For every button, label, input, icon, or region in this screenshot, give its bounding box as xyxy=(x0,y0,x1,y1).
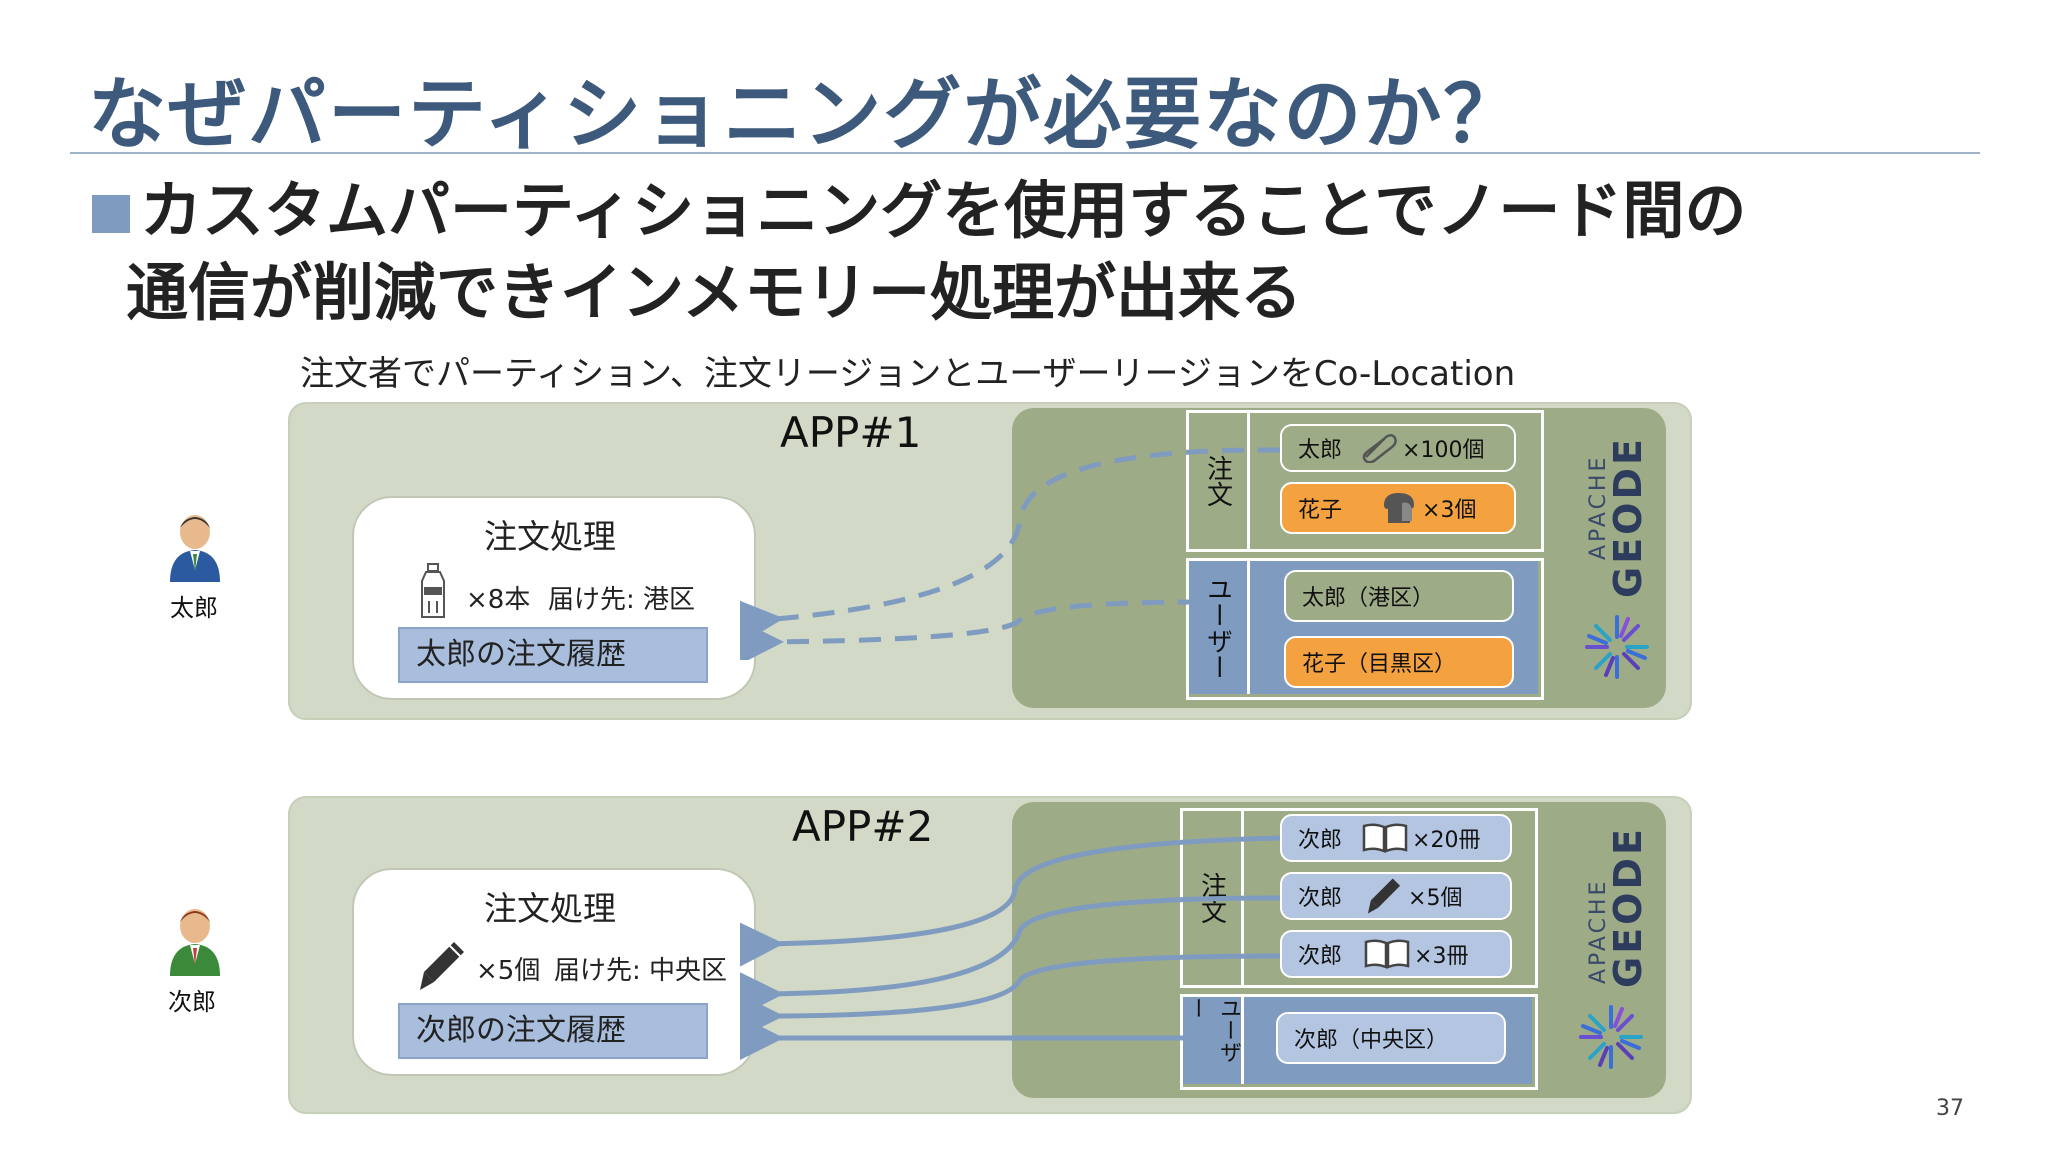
page-number: 37 xyxy=(1936,1096,1964,1121)
app1-dashed-arrows xyxy=(740,447,1281,660)
item-name: 太郎 xyxy=(1298,438,1343,463)
app1-user-region xyxy=(1186,558,1544,700)
title-divider xyxy=(70,152,1980,154)
app1-order-item[interactable]: 花子 ×3個 xyxy=(1280,482,1516,534)
bullet-line-1: カスタムパーティショニングを使用することでノード間の xyxy=(140,174,1747,247)
app2-card-title: 注文処理 xyxy=(484,889,616,928)
app2-user-region-divider xyxy=(1241,997,1244,1084)
item-qty: ×100個 xyxy=(1402,438,1485,463)
book-icon xyxy=(1362,823,1408,853)
geode-burst-icon xyxy=(1585,615,1649,679)
bullet-text: カスタムパーティショニングを使用することでノード間の 通信が削減できインメモリー… xyxy=(126,170,1940,334)
person-taro-icon xyxy=(170,515,220,582)
app1-user-item[interactable]: 太郎（港区） xyxy=(1284,570,1514,622)
app1-order-item[interactable]: 太郎 ×100個 xyxy=(1280,424,1516,472)
app1-user-item[interactable]: 花子（目黒区） xyxy=(1284,636,1514,688)
app1-label: APP#1 xyxy=(780,408,922,457)
app1-order-region xyxy=(1186,410,1544,552)
app2-order-arrow-2 xyxy=(740,895,1281,1030)
item-qty: ×3個 xyxy=(1422,498,1477,523)
app1-order-arrow xyxy=(740,447,1281,659)
app2-solid-arrows xyxy=(740,835,1281,1060)
item-qty: ×20冊 xyxy=(1412,828,1481,853)
app2-order-item[interactable]: 次郎 ×3冊 xyxy=(1280,930,1512,978)
paperclip-icon xyxy=(1362,434,1397,463)
item-name: 花子 xyxy=(1298,498,1343,523)
app2-order-arrow-3 xyxy=(740,953,1281,1052)
item-name: 次郎 xyxy=(1298,828,1343,853)
app1-order-qty: ×8本 xyxy=(466,585,531,615)
app1-user-arrow xyxy=(740,599,1201,660)
app2-order-history[interactable]: 次郎の注文履歴 xyxy=(398,1003,708,1059)
app1-delivery: 届け先: 港区 xyxy=(548,585,696,615)
app1-user-region-divider xyxy=(1247,561,1250,694)
app2-order-item[interactable]: 次郎 ×5個 xyxy=(1280,872,1512,920)
person-jiro-name: 次郎 xyxy=(168,988,216,1016)
pen-icon xyxy=(1367,878,1401,914)
item-qty: ×5個 xyxy=(1408,886,1463,911)
app1-order-region-label: 注文 xyxy=(1189,413,1247,549)
app1-geode-logo: GEODE xyxy=(1606,436,1650,598)
app2-geode-logo: GEODE xyxy=(1606,826,1650,988)
app2-user-region xyxy=(1180,994,1538,1090)
person-taro-name: 太郎 xyxy=(170,594,218,622)
person-jiro-icon xyxy=(170,909,220,976)
app2-delivery: 届け先: 中央区 xyxy=(554,956,728,986)
item-name: 次郎 xyxy=(1298,944,1343,969)
item-name: 次郎 xyxy=(1298,886,1343,911)
app1-order-history[interactable]: 太郎の注文履歴 xyxy=(398,627,708,683)
app2-order-arrow-1 xyxy=(740,835,1281,980)
bullet-line-2: 通信が削減できインメモリー処理が出来る xyxy=(126,256,1303,329)
app2-order-qty: ×5個 xyxy=(476,956,541,986)
diagram-caption: 注文者でパーティション、注文リージョンとユーザーリージョンをCo-Locatio… xyxy=(300,354,1516,394)
slide-title: なぜパーティショニングが必要なのか？ xyxy=(88,70,1524,160)
app2-user-item[interactable]: 次郎（中央区） xyxy=(1276,1012,1506,1064)
pen-icon xyxy=(420,942,464,990)
item-qty: ×3冊 xyxy=(1414,944,1469,969)
bread-icon xyxy=(1384,493,1415,523)
bullet-square-icon xyxy=(92,195,130,233)
app2-label: APP#2 xyxy=(792,802,934,851)
app1-user-region-label: ユーザー xyxy=(1189,561,1247,694)
book-icon xyxy=(1364,939,1410,969)
water-bottle-icon xyxy=(421,563,445,618)
geode-burst-icon xyxy=(1579,1005,1643,1069)
app1-card-title: 注文処理 xyxy=(484,517,616,556)
app1-order-region-divider xyxy=(1247,413,1250,549)
app2-order-item[interactable]: 次郎 ×20冊 xyxy=(1280,814,1512,862)
